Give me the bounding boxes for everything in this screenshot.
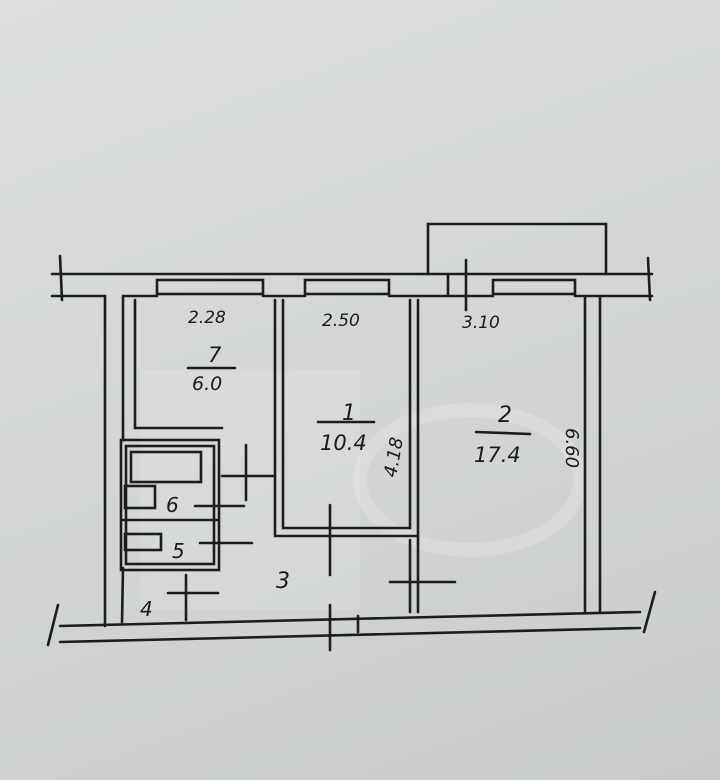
room-2-number: 2 bbox=[498, 403, 512, 428]
room-7-number: 7 bbox=[208, 343, 222, 367]
room-5-number: 5 bbox=[172, 539, 185, 563]
kitchen-width-label: 2.28 bbox=[188, 308, 226, 328]
room2-length-label: 6.60 bbox=[561, 428, 582, 468]
walls bbox=[46, 222, 657, 652]
room-6-number: 6 bbox=[166, 493, 179, 517]
room-7-area: 6.0 bbox=[192, 373, 222, 395]
room2-width-label: 3.10 bbox=[462, 313, 500, 333]
room-1-area: 10.4 bbox=[320, 431, 367, 455]
room-3-number: 3 bbox=[276, 569, 290, 594]
room-4-number: 4 bbox=[140, 597, 153, 621]
room1-width-label: 2.50 bbox=[322, 311, 360, 331]
watermark-logo bbox=[140, 370, 587, 610]
room-2-area: 17.4 bbox=[474, 443, 521, 467]
room-1-number: 1 bbox=[342, 401, 356, 426]
